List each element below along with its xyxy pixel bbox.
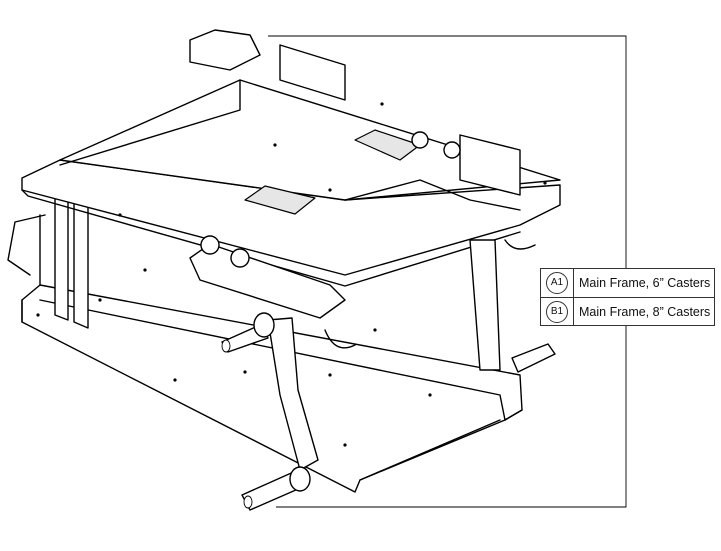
right-bracket xyxy=(411,131,536,250)
legend-row: B1 Main Frame, 8” Casters xyxy=(541,298,714,326)
rear-bracket xyxy=(189,29,346,101)
front-bracket xyxy=(189,235,356,349)
base-tray xyxy=(7,214,523,493)
callout-badge: B1 xyxy=(546,301,568,323)
right-strut xyxy=(469,239,556,373)
caster-arm xyxy=(221,312,319,511)
legend-row: A1 Main Frame, 6” Casters xyxy=(541,269,714,298)
callout-cell: B1 xyxy=(541,298,574,326)
parts-legend-table: A1 Main Frame, 6” Casters B1 Main Frame,… xyxy=(540,268,715,326)
mounting-holes xyxy=(36,102,547,447)
part-description: Main Frame, 6” Casters xyxy=(579,276,711,290)
callout-cell: A1 xyxy=(541,269,574,297)
callout-badge: A1 xyxy=(546,272,568,294)
upper-frame xyxy=(21,79,561,287)
part-description: Main Frame, 8” Casters xyxy=(579,305,711,319)
